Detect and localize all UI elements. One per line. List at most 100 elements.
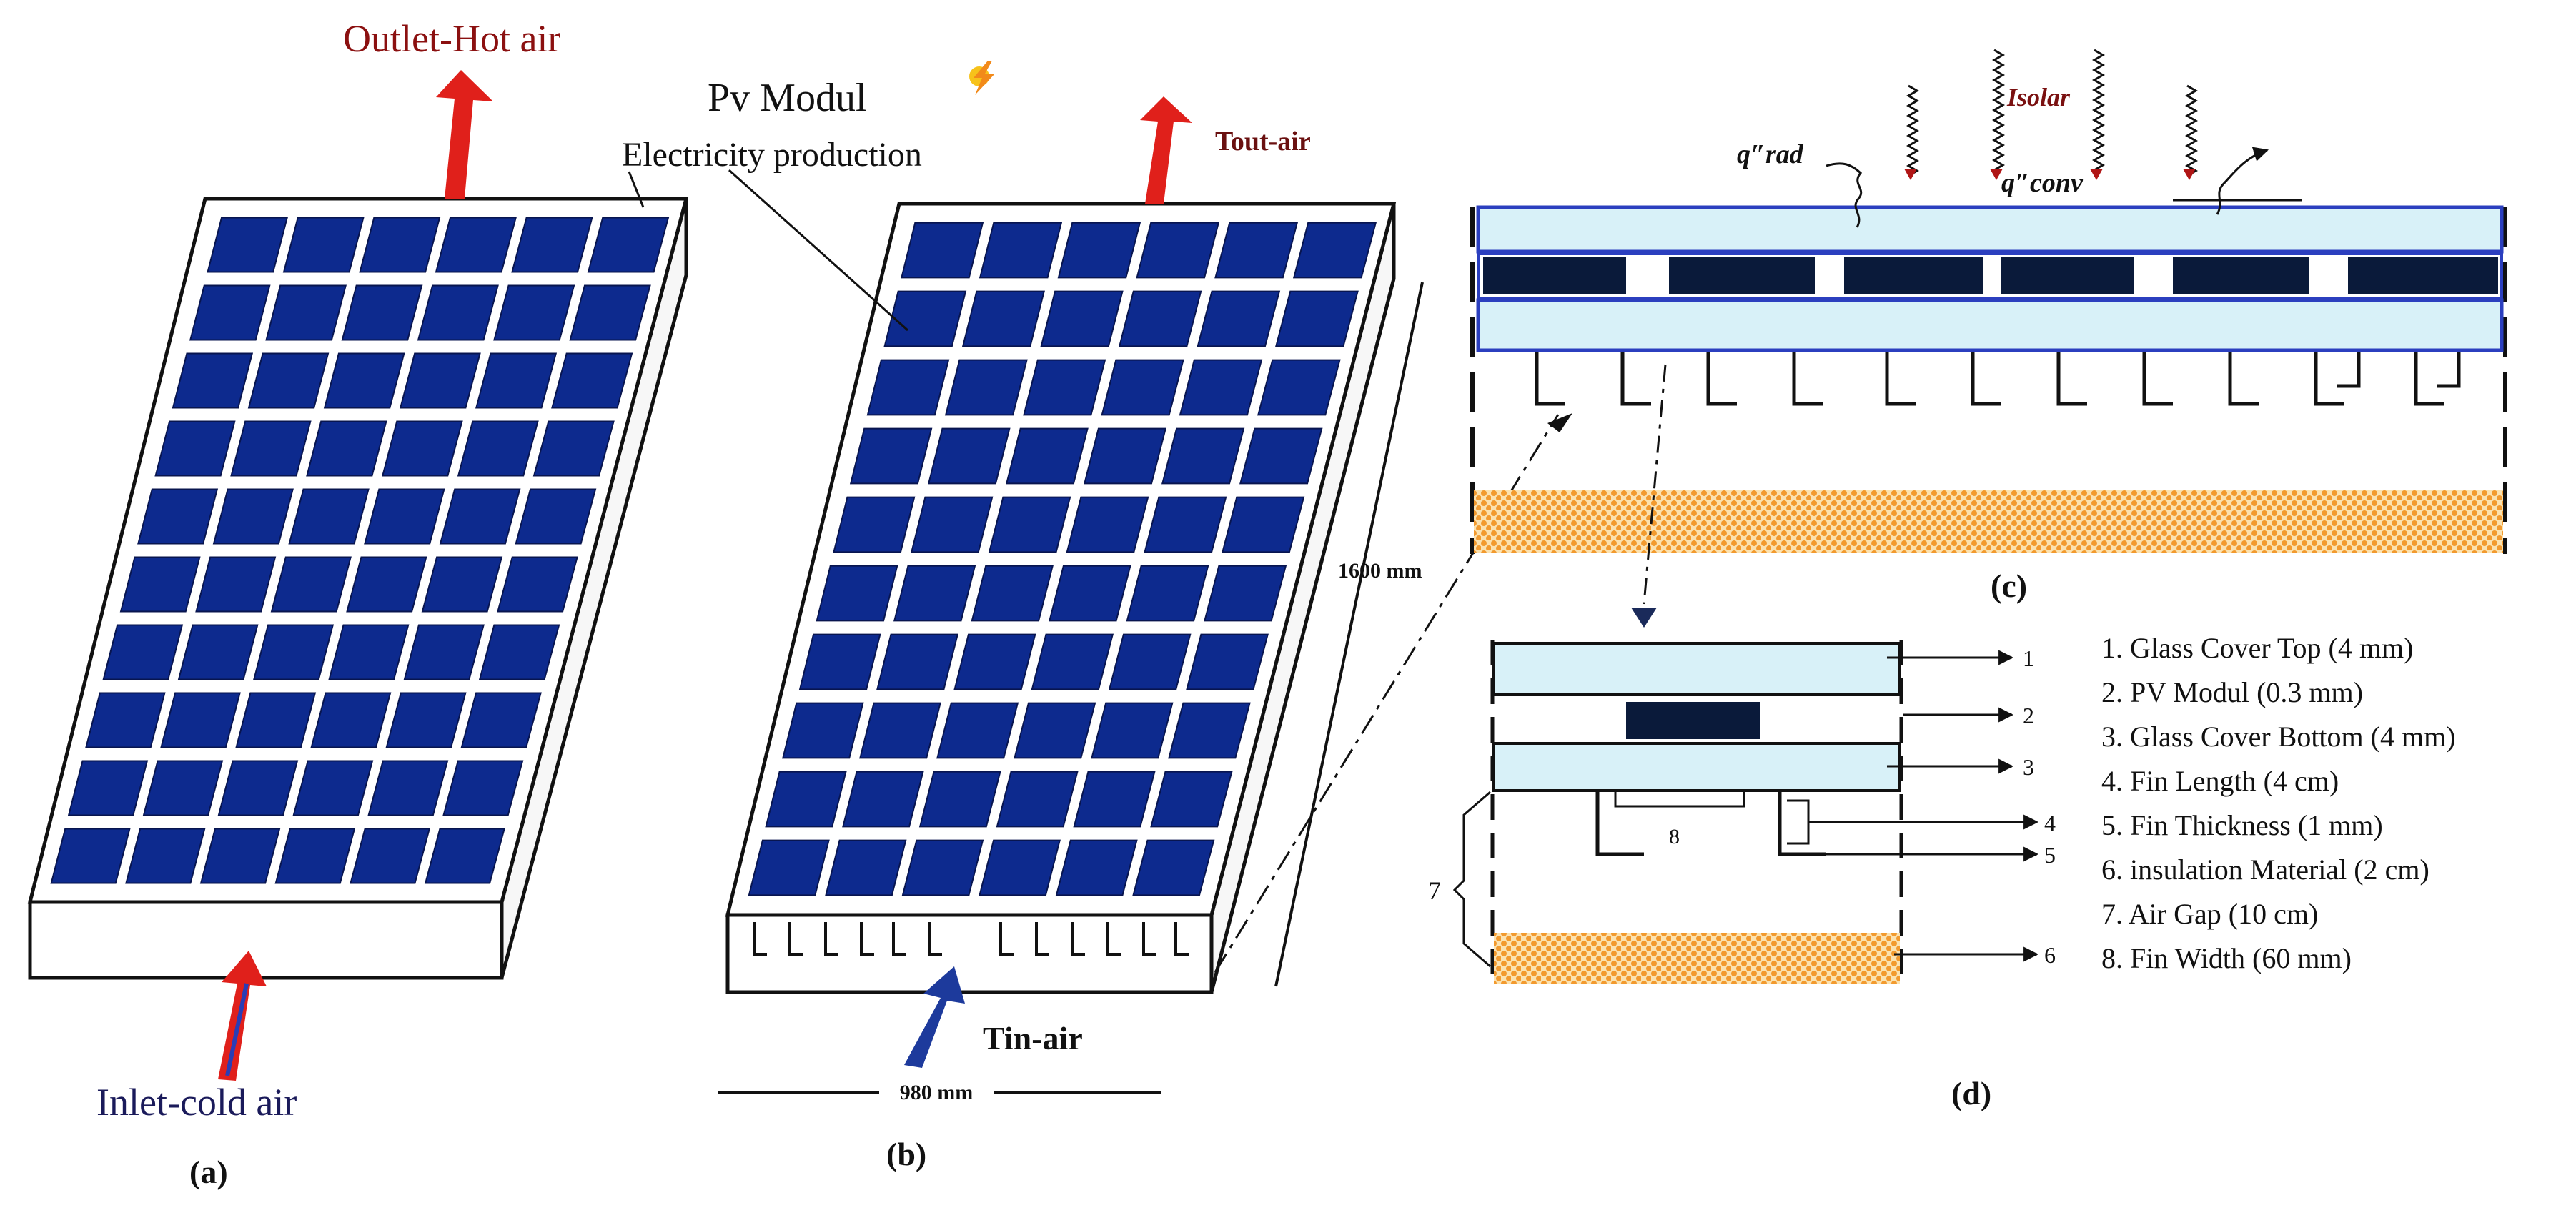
panel-c-fins <box>1535 352 2461 406</box>
panel-b-solar-cell <box>901 839 984 896</box>
panel-a-solar-cell <box>160 692 241 748</box>
panel-c-fin <box>1885 352 1916 406</box>
panel-b-solar-cell <box>825 839 907 896</box>
panel-b-solar-cell <box>1222 496 1305 553</box>
panel-b-solar-cell <box>782 702 864 759</box>
panel-b-solar-cell <box>1144 496 1227 553</box>
panel-a-solar-cell <box>551 352 633 409</box>
panel-a-solar-cell <box>154 420 236 477</box>
panel-a-solar-cell <box>323 352 405 409</box>
panel-a-solar-cell <box>217 760 299 816</box>
outlet-label: Outlet-Hot air <box>343 17 560 60</box>
panel-b-solar-cell <box>1197 290 1281 347</box>
fin-width-bracket <box>1614 792 1745 808</box>
q-rad-arrow <box>1826 162 1863 228</box>
panel-b-solar-cell <box>979 839 1061 896</box>
legend-item-1: 1. Glass Cover Top (4 mm) <box>2101 632 2413 664</box>
panel-c-pv-cell <box>2348 257 2498 294</box>
panel-b-solar-cell <box>1292 222 1377 279</box>
panel-a-cells <box>50 217 670 884</box>
panel-a-solar-cell <box>195 556 277 613</box>
panel-a-solar-cell <box>306 420 387 477</box>
panel-a-solar-cell <box>346 556 427 613</box>
panel-b-solar-cell <box>1055 839 1138 896</box>
panel-b-fin <box>753 922 767 956</box>
legend-item-6: 6. insulation Material (2 cm) <box>2101 853 2429 886</box>
panel-c-label: (c) <box>1991 568 2027 604</box>
panel-b-fin <box>928 922 942 956</box>
panel-b-solar-cell <box>883 290 967 347</box>
legend: 1. Glass Cover Top (4 mm) 2. PV Modul (0… <box>2101 632 2456 974</box>
zoom-leader-bc <box>1214 414 1560 973</box>
solar-ray <box>2185 84 2198 177</box>
panel-a-solar-cell <box>230 420 312 477</box>
callout-2: 2 <box>2023 703 2034 728</box>
panel-b-fins <box>753 922 1189 956</box>
panel-d-insulation <box>1494 933 1900 984</box>
panel-c-fin <box>2142 352 2173 406</box>
panel-b-fin <box>1106 922 1121 956</box>
panel-c-fin <box>2228 352 2259 406</box>
panel-c-pv-layer <box>1477 252 2503 299</box>
panel-b-solar-cell <box>893 565 976 622</box>
callout-1: 1 <box>2023 645 2034 671</box>
panel-b-solar-cell <box>1118 290 1202 347</box>
pv-modul-subtitle: Electricity production <box>622 136 922 174</box>
panel-b-solar-cell <box>833 496 916 553</box>
panel-c-fin <box>1706 352 1737 406</box>
solar-ray <box>1992 49 2005 172</box>
panel-b-solar-cell <box>1066 496 1149 553</box>
panel-a-solar-cell <box>310 692 392 748</box>
panel-a-solar-cell <box>439 488 521 545</box>
panel-b-fin <box>999 922 1014 956</box>
tin-label: Tin-air <box>983 1020 1083 1056</box>
panel-a-solar-cell <box>189 284 271 341</box>
panel-a-solar-cell <box>587 217 670 273</box>
width-dim-bg <box>879 1079 994 1105</box>
panel-b-solar-cell <box>1179 359 1263 416</box>
outlet-arrow <box>436 70 493 199</box>
panel-c-glass-top <box>1476 205 2504 254</box>
panel-b-fin <box>1035 922 1049 956</box>
panel-a-solar-cell <box>172 352 254 409</box>
panel-c-pv-blocks <box>1483 257 2498 294</box>
panel-d-pv-block <box>1626 702 1760 739</box>
panel-a-solar-cell <box>511 217 593 273</box>
panel-b-solar-cell <box>1023 359 1106 416</box>
panel-c-fin <box>2056 352 2087 406</box>
panel-b-solar-cell <box>1073 771 1156 828</box>
panel-c-fin <box>2314 352 2344 406</box>
panel-b-solar-cell <box>936 702 1019 759</box>
panel-a-solar-cell <box>478 624 560 680</box>
panel-b-solar-cell <box>910 496 994 553</box>
panel-a-solar-cell <box>252 624 335 680</box>
panel-a-solar-cell <box>67 760 149 816</box>
panel-d-label: (d) <box>1951 1075 1991 1111</box>
panel-d-fin-right <box>1778 791 1826 856</box>
panel-c-pv-cell <box>1844 257 1983 294</box>
solar-ray <box>2092 49 2105 172</box>
panel-a: Outlet-Hot air Inlet-cold air (a) <box>27 17 689 1190</box>
panel-c-pv-cell <box>2001 257 2134 294</box>
panel-b-solar-cell <box>1274 290 1359 347</box>
solar-ray-head <box>2090 169 2103 180</box>
pv-leader-line-a <box>628 171 645 208</box>
tout-arrow <box>1140 96 1192 204</box>
panel-b-solar-cell <box>1108 633 1192 690</box>
panel-a-solar-cell <box>382 420 463 477</box>
panel-b-solar-cell <box>876 633 959 690</box>
panel-b-fin <box>824 922 838 956</box>
zoom-leader-cd <box>1643 364 1667 605</box>
panel-b-solar-cell <box>1083 427 1167 485</box>
panel-c-radiation-waves <box>1904 49 2198 180</box>
pv-modul-title: Pv Modul <box>708 76 867 120</box>
panel-b-solar-cell <box>798 633 881 690</box>
panel-a-solar-cell <box>328 624 410 680</box>
panel-b-solar-cell <box>953 633 1036 690</box>
panel-b-solar-cell <box>988 496 1071 553</box>
callout-5: 5 <box>2044 842 2056 868</box>
panel-a-solar-cell <box>119 556 201 613</box>
panel-c-fin <box>2337 352 2361 388</box>
panel-a-solar-cell <box>282 217 365 273</box>
